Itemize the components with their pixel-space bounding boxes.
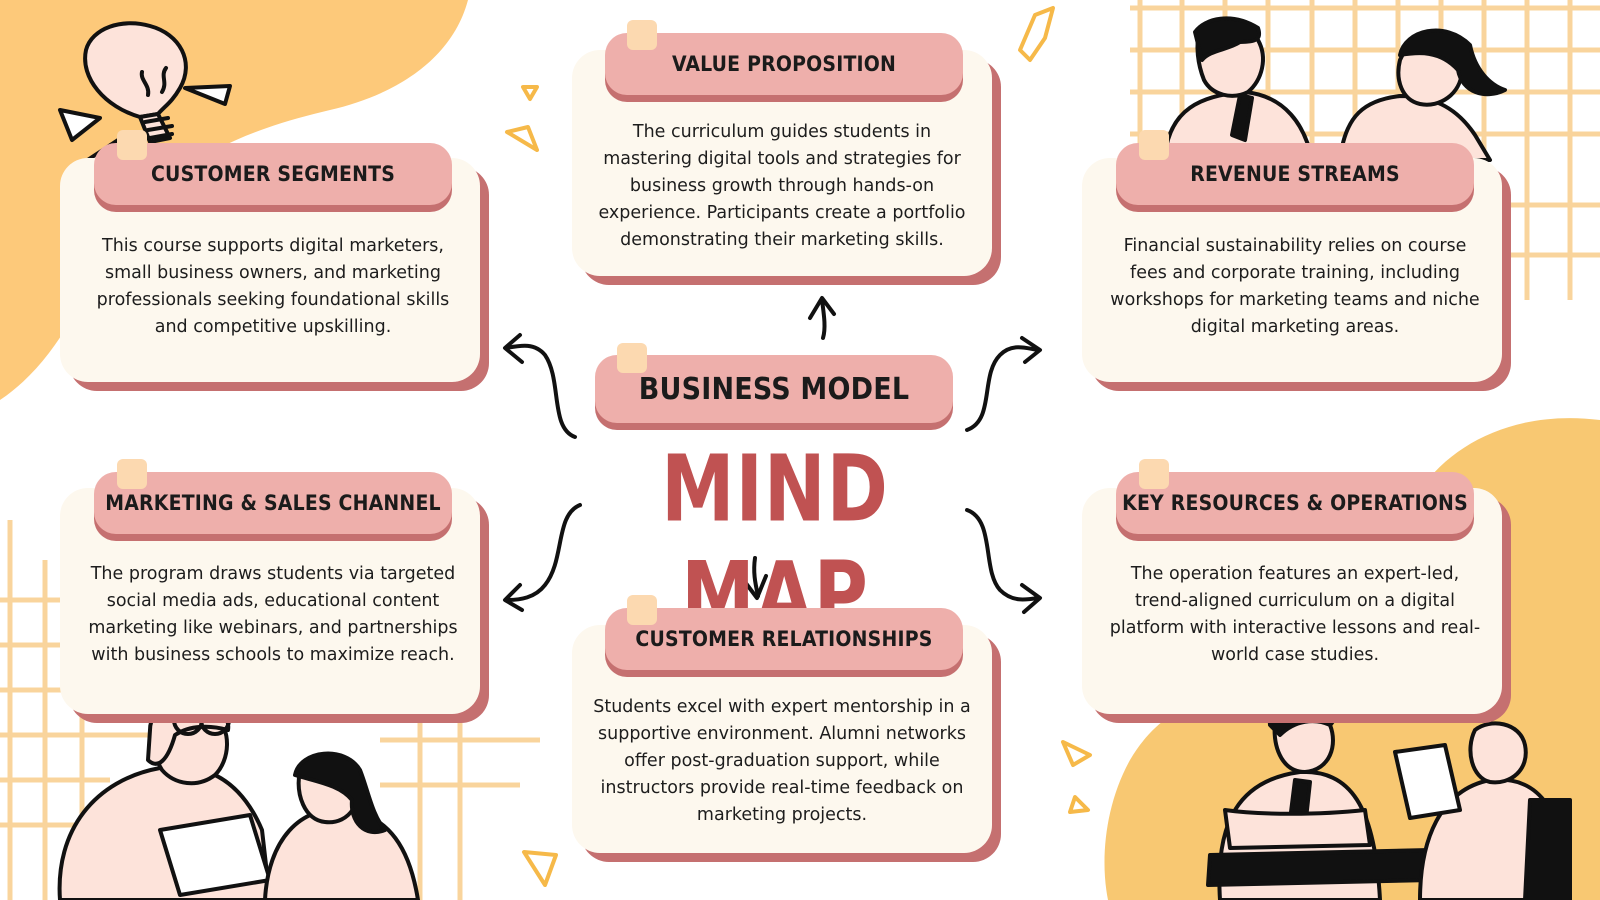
tag-decoration <box>117 459 147 489</box>
center-header: BUSINESS MODEL <box>595 355 953 423</box>
tag-decoration <box>1139 459 1169 489</box>
card-text: The operation features an expert-led, tr… <box>1109 564 1481 665</box>
card-text: The curriculum guides students in master… <box>598 122 966 250</box>
card-header: REVENUE STREAMS <box>1116 143 1474 205</box>
people-illustration-bottom-right <box>1206 696 1572 900</box>
triangle-decorations <box>505 6 1092 887</box>
tag-decoration <box>117 130 147 160</box>
card-title: CUSTOMER SEGMENTS <box>150 162 396 186</box>
tag-decoration <box>617 343 647 373</box>
card-header: CUSTOMER SEGMENTS <box>94 143 452 205</box>
card-title: VALUE PROPOSITION <box>671 52 897 76</box>
card-title: REVENUE STREAMS <box>1190 162 1400 186</box>
arrow-icon <box>503 296 1042 614</box>
card-header: CUSTOMER RELATIONSHIPS <box>605 608 963 670</box>
card-title: CUSTOMER RELATIONSHIPS <box>635 627 933 651</box>
card-text: The program draws students via targeted … <box>88 564 458 665</box>
tag-decoration <box>1139 130 1169 160</box>
card-header: MARKETING & SALES CHANNEL <box>94 472 452 534</box>
card-text: This course supports digital marketers, … <box>96 236 450 337</box>
people-illustration-bottom-left <box>57 699 420 900</box>
people-illustration-top <box>1163 16 1507 162</box>
center-label: BUSINESS MODEL <box>638 371 910 407</box>
card-text: Students excel with expert mentorship in… <box>593 697 971 825</box>
card-title: KEY RESOURCES & OPERATIONS <box>1122 491 1468 515</box>
tag-decoration <box>627 20 657 50</box>
card-title: MARKETING & SALES CHANNEL <box>105 491 441 515</box>
mind-map-title: MIND MAP <box>661 436 889 650</box>
card-header: KEY RESOURCES & OPERATIONS <box>1116 472 1474 534</box>
tag-decoration <box>627 595 657 625</box>
card-header: VALUE PROPOSITION <box>605 33 963 95</box>
card-text: Financial sustainability relies on cours… <box>1110 236 1480 337</box>
